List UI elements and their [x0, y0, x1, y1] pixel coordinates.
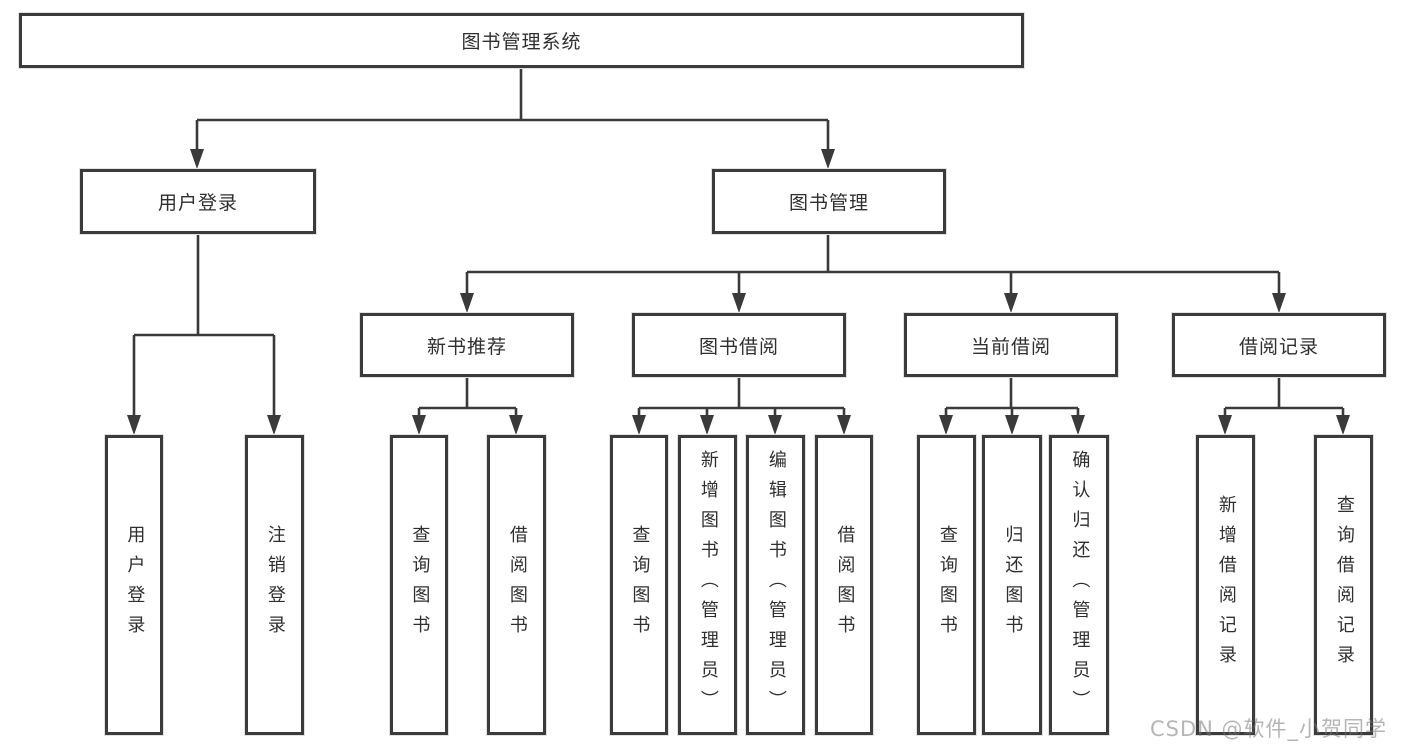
node-leaf-add-borrow-record-label: 新增借阅记录	[1215, 495, 1237, 675]
node-leaf-query-borrow-record: 查询借阅记录	[1314, 435, 1373, 735]
arrowhead	[939, 415, 953, 435]
arrowhead	[1218, 415, 1232, 435]
node-leaf-query-books-1-label: 查询图书	[409, 525, 431, 645]
node-leaf-query-books-2-label: 查询图书	[629, 525, 651, 645]
arrowhead	[1272, 293, 1286, 313]
arrowhead	[460, 293, 474, 313]
node-leaf-edit-books-admin: 编辑图书（管理员）	[746, 435, 805, 735]
arrowhead	[700, 415, 714, 435]
node-leaf-logout: 注销登录	[245, 435, 304, 735]
node-leaf-borrow-books-1: 借阅图书	[487, 435, 546, 735]
node-leaf-confirm-return-admin: 确认归还（管理员）	[1049, 435, 1109, 735]
node-current-borrowing: 当前借阅	[904, 313, 1118, 377]
connector-lines	[132, 68, 1345, 420]
node-leaf-borrow-books-2: 借阅图书	[815, 435, 873, 735]
node-leaf-add-books-admin-label: 新增图书（管理员）	[697, 450, 719, 720]
node-leaf-logout-label: 注销登录	[264, 525, 286, 645]
node-user-login: 用户登录	[80, 169, 316, 234]
arrowhead	[732, 293, 746, 313]
arrowheads	[127, 149, 1350, 435]
arrowhead	[509, 415, 523, 435]
arrowhead	[1071, 415, 1085, 435]
node-leaf-query-borrow-record-label: 查询借阅记录	[1333, 495, 1355, 675]
node-book-borrowing: 图书借阅	[632, 313, 846, 377]
node-leaf-return-books-label: 归还图书	[1002, 525, 1024, 645]
arrowhead	[821, 149, 835, 169]
node-leaf-query-books-3: 查询图书	[917, 435, 976, 735]
arrowhead	[837, 415, 851, 435]
node-new-book-recommend: 新书推荐	[360, 313, 574, 377]
node-leaf-query-books-1: 查询图书	[390, 435, 448, 735]
arrowhead	[127, 415, 141, 435]
node-borrowing-records: 借阅记录	[1172, 313, 1386, 377]
arrowhead	[768, 415, 782, 435]
node-leaf-user-login: 用户登录	[105, 435, 163, 735]
node-book-management: 图书管理	[712, 169, 946, 234]
watermark: CSDN @软件_小贺同学	[1150, 717, 1388, 741]
arrowhead	[412, 415, 426, 435]
node-leaf-add-books-admin: 新增图书（管理员）	[678, 435, 737, 735]
arrowhead	[1336, 415, 1350, 435]
node-leaf-add-borrow-record: 新增借阅记录	[1196, 435, 1255, 735]
node-leaf-query-books-3-label: 查询图书	[936, 525, 958, 645]
node-leaf-edit-books-admin-label: 编辑图书（管理员）	[765, 450, 787, 720]
node-leaf-borrow-books-1-label: 借阅图书	[506, 525, 528, 645]
node-leaf-user-login-label: 用户登录	[124, 525, 146, 645]
arrowhead	[267, 415, 281, 435]
arrowhead	[190, 149, 204, 169]
arrowhead	[1004, 293, 1018, 313]
node-leaf-borrow-books-2-label: 借阅图书	[834, 525, 856, 645]
node-leaf-return-books: 归还图书	[982, 435, 1042, 735]
node-root: 图书管理系统	[19, 13, 1024, 68]
arrowhead	[632, 415, 646, 435]
node-leaf-confirm-return-admin-label: 确认归还（管理员）	[1069, 450, 1091, 720]
node-leaf-query-books-2: 查询图书	[610, 435, 668, 735]
arrowhead	[1005, 415, 1019, 435]
